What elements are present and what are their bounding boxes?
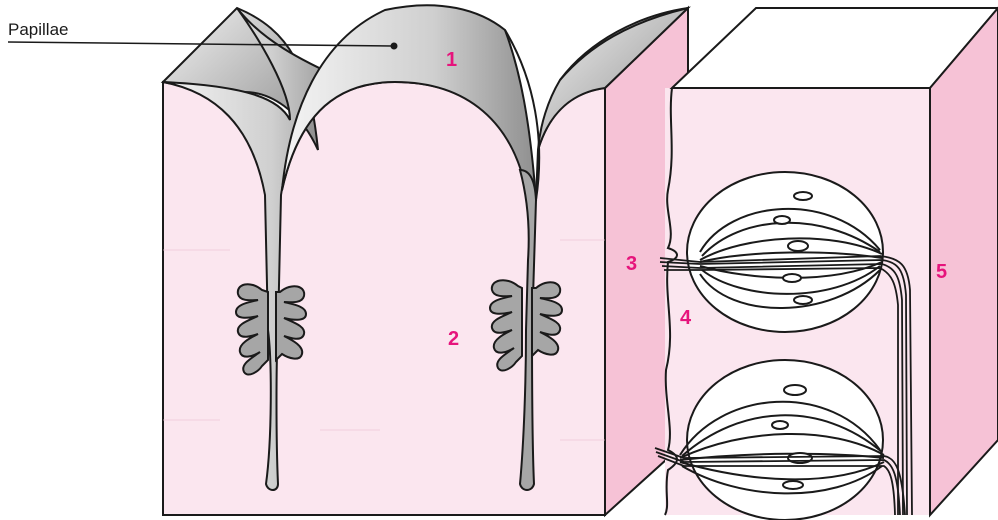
- marker-3: 3: [626, 253, 637, 275]
- taste-bud-upper: [687, 172, 883, 332]
- marker-5: 5: [936, 261, 947, 283]
- papillae-label-text: Papillae: [8, 20, 69, 39]
- marker-4: 4: [680, 307, 692, 329]
- marker-1: 1: [446, 49, 457, 71]
- marker-2: 2: [448, 328, 459, 350]
